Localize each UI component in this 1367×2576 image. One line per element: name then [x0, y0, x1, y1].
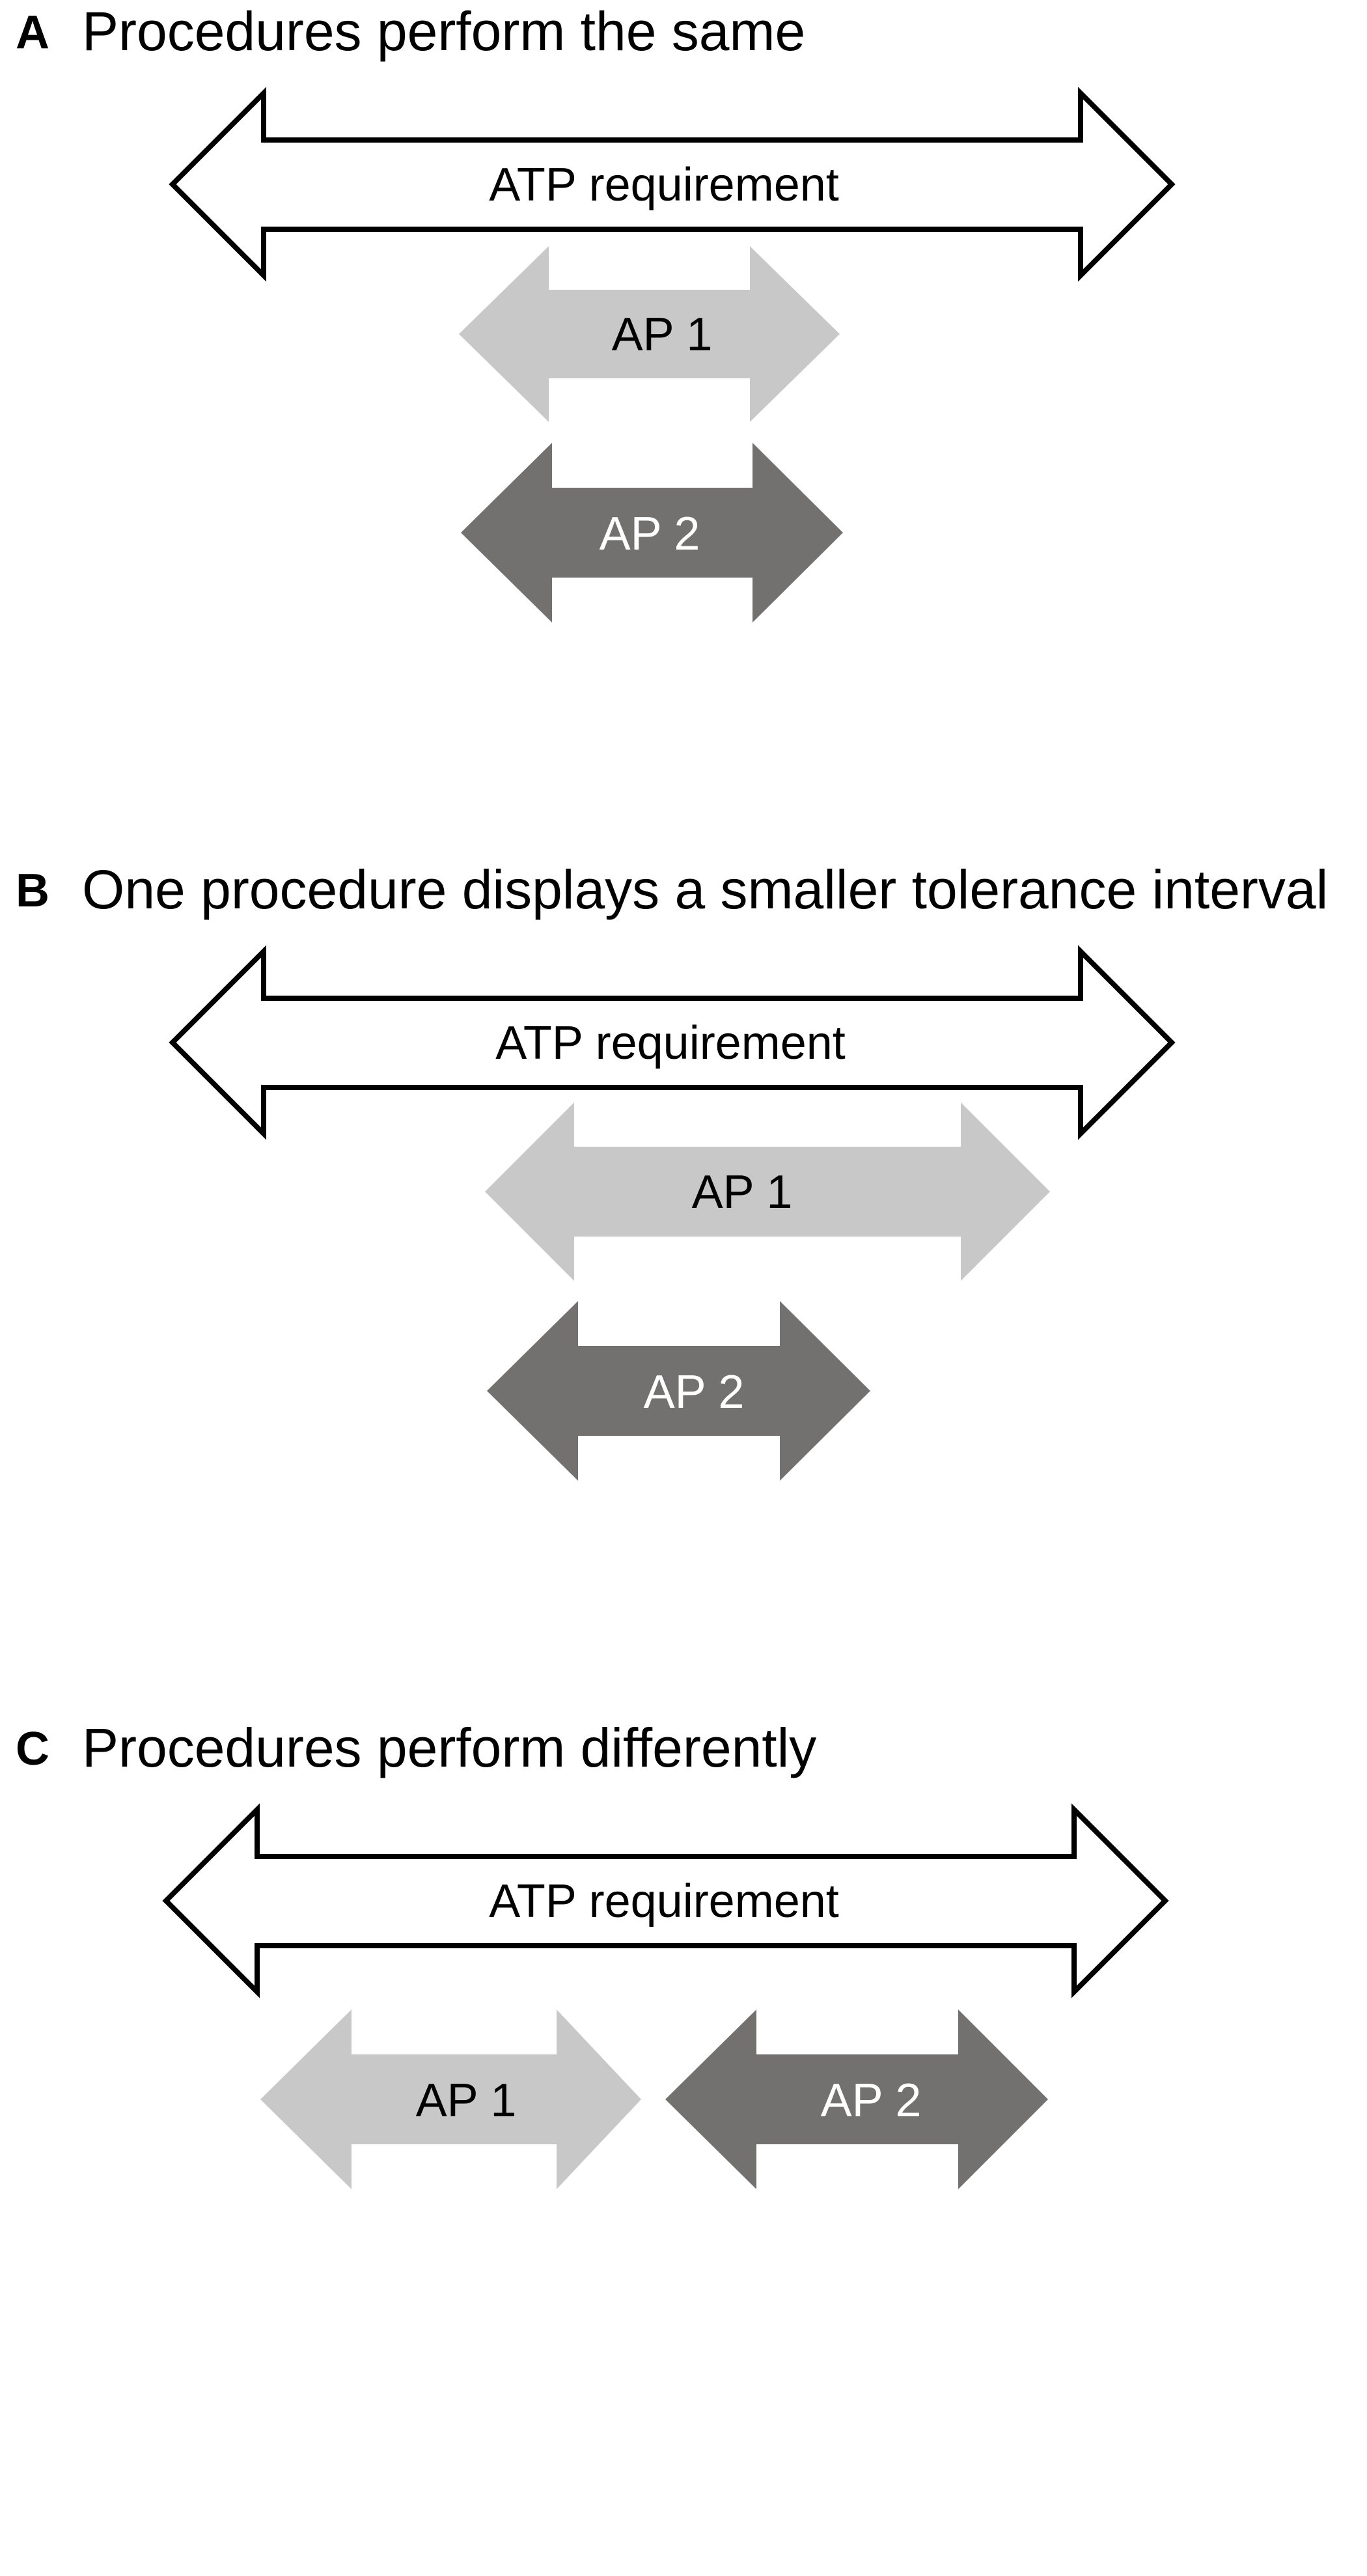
ap1-arrow	[260, 2009, 641, 2189]
panel-letter: B	[16, 865, 49, 917]
atp-requirement-label: ATP requirement	[489, 1875, 839, 1927]
ap2-label: AP 2	[600, 508, 700, 560]
ap1-arrow	[485, 1102, 1050, 1281]
panel-letter: A	[16, 7, 49, 59]
panel-c: ATP requirement AP 1 AP 2 C Procedures p…	[0, 1716, 1367, 2576]
ap1-label: AP 1	[612, 309, 713, 361]
panel-b: ATP requirement AP 1 AP 2 B One procedur…	[0, 858, 1367, 1718]
panel-a: ATP requirement AP 1 AP 2 A Procedures p…	[0, 0, 1367, 860]
ap2-arrow	[487, 1301, 870, 1481]
atp-requirement-arrow	[169, 87, 1176, 282]
panel-letter: C	[16, 1723, 49, 1775]
ap1-label: AP 1	[416, 2075, 517, 2127]
panel-c-diagram: ATP requirement AP 1 AP 2	[162, 1803, 1169, 2189]
panel-title: Procedures perform differently	[82, 1717, 817, 1778]
ap1-arrow	[459, 246, 840, 422]
ap1-label: AP 1	[692, 1166, 793, 1218]
panel-a-diagram: ATP requirement AP 1 AP 2	[169, 87, 1176, 623]
ap2-label: AP 2	[821, 2075, 922, 2127]
atp-requirement-label: ATP requirement	[495, 1017, 846, 1069]
atp-requirement-arrow	[162, 1803, 1169, 1998]
ap2-arrow	[665, 2009, 1048, 2189]
atp-requirement-arrow	[169, 945, 1176, 1140]
atp-requirement-label: ATP requirement	[489, 159, 839, 211]
ap2-arrow	[461, 443, 843, 623]
panel-title: One procedure displays a smaller toleran…	[82, 859, 1329, 920]
panel-title: Procedures perform the same	[82, 1, 806, 62]
ap2-label: AP 2	[644, 1366, 745, 1418]
panel-b-diagram: ATP requirement AP 1 AP 2	[169, 945, 1176, 1481]
